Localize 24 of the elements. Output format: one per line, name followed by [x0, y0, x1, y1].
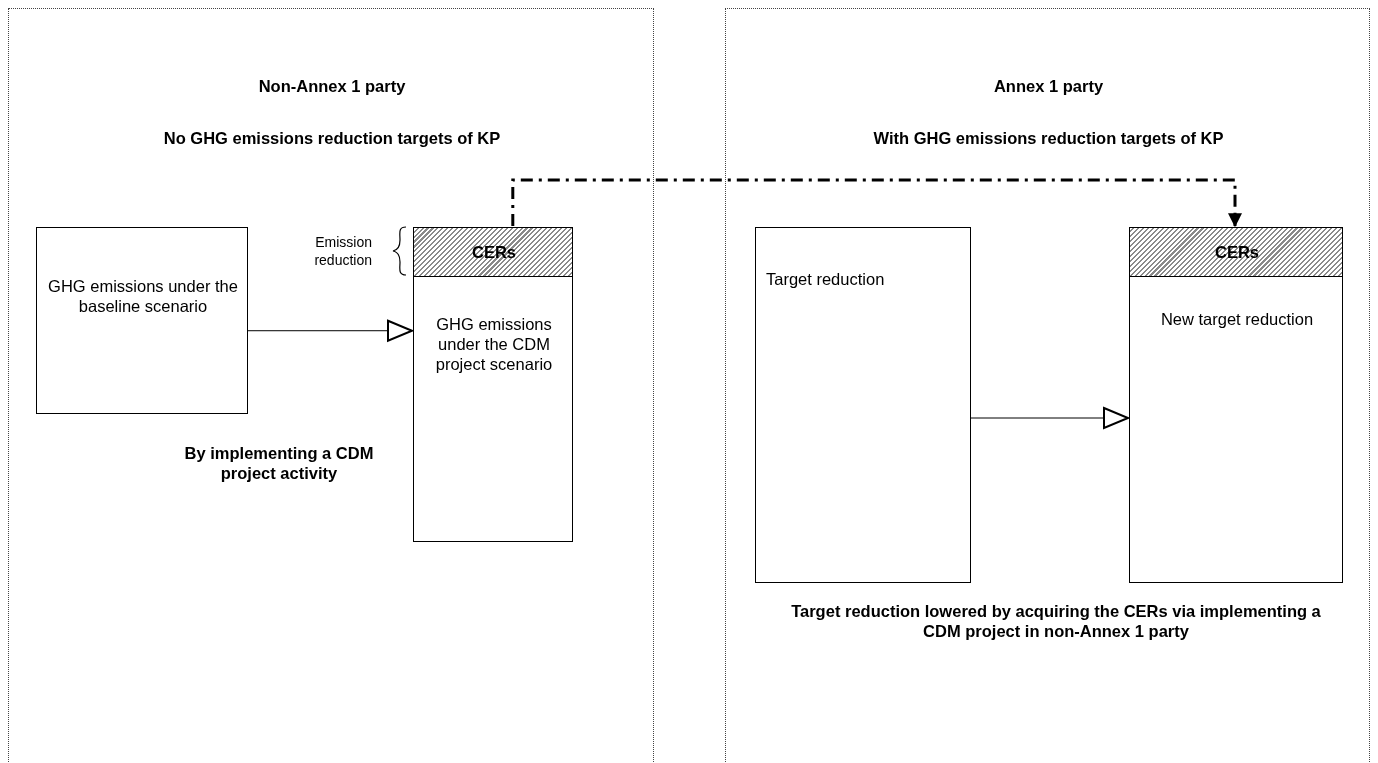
- dash-dot-arrow: [511, 178, 1242, 228]
- arrow: [246, 319, 413, 342]
- emissions-box: [36, 227, 248, 414]
- panel: [8, 8, 654, 763]
- annotation-text: Emission reduction: [313, 233, 372, 269]
- box-text: Target reduction: [766, 269, 886, 289]
- hatched-box: [1129, 227, 1343, 277]
- box-text: GHG emissions under the CDM project scenario: [434, 314, 554, 374]
- panel-subtitle: With GHG emissions reduction targets of KP: [872, 128, 1225, 148]
- box-text: GHG emissions under the baseline scenario: [47, 276, 239, 316]
- panel: [725, 8, 1370, 763]
- arrow: [969, 407, 1129, 429]
- emissions-box: [413, 276, 573, 542]
- hatched-box: [413, 227, 573, 277]
- box-text: New target reduction: [1159, 309, 1315, 329]
- target-box: [755, 227, 971, 583]
- box-text: CERs: [471, 242, 517, 262]
- box-text: CERs: [1214, 242, 1260, 262]
- target-box: [1129, 276, 1343, 583]
- panel-note: Target reduction lowered by acquiring the CERs via implementing a CDM project in non-Annex 1 party: [790, 601, 1322, 641]
- panel-title: Non-Annex 1 party: [257, 76, 407, 96]
- panel-note: By implementing a CDM project activity: [183, 443, 375, 483]
- panel-subtitle: No GHG emissions reduction targets of KP: [162, 128, 502, 148]
- panel-title: Annex 1 party: [992, 76, 1105, 96]
